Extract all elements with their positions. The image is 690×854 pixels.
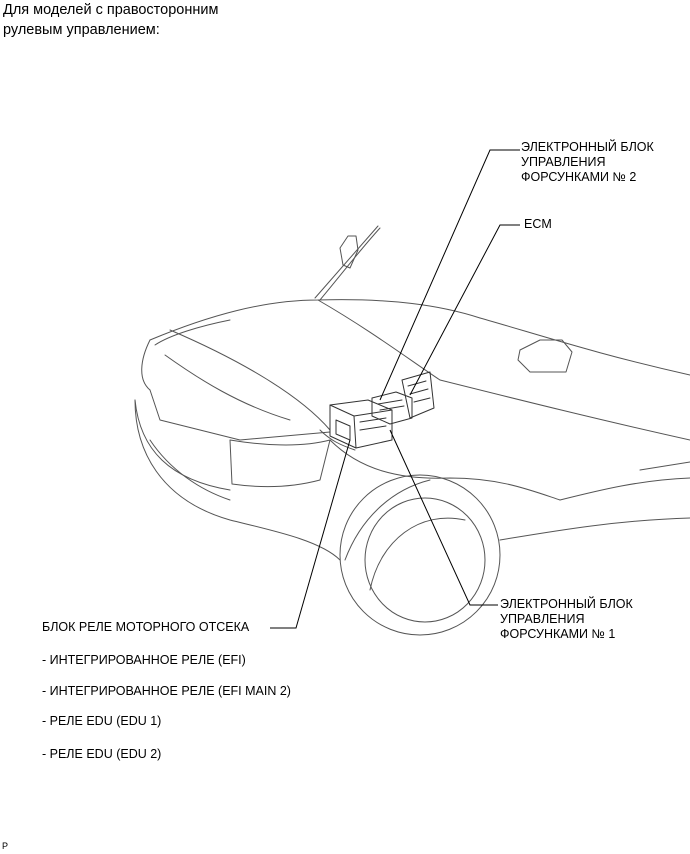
fender-top-line — [479, 317, 690, 376]
page-heading: Для моделей с правосторонним рулевым упр… — [3, 0, 323, 40]
windshield-line — [319, 227, 381, 301]
front-face-left — [141, 339, 151, 391]
relay-block-shape — [329, 399, 393, 449]
side-door-line — [559, 477, 690, 501]
rocker-line — [499, 517, 690, 541]
a-pillar-line — [314, 225, 379, 299]
fender-arch — [329, 439, 561, 501]
left-mirror — [339, 235, 359, 269]
leader-edu2 — [379, 149, 520, 401]
relay-item: - РЕЛЕ EDU (EDU 1) — [42, 714, 162, 728]
label-edu-2-line-1: ЭЛЕКТРОННЫЙ БЛОК — [521, 140, 654, 154]
engine-bay-detail — [319, 429, 356, 451]
relay-item: - РЕЛЕ EDU (EDU 2) — [42, 747, 162, 761]
label-edu-2-line-3: ФОРСУНКАМИ № 2 — [521, 170, 637, 184]
label-edu-2-line-2: УПРАВЛЕНИЯ — [521, 155, 606, 169]
front-upper-grille — [164, 354, 291, 421]
relay-item: - ИНТЕГРИРОВАННОЕ РЕЛЕ (EFI) — [42, 653, 246, 667]
bumper-upper — [134, 399, 231, 491]
label-edu-1-line-1: ЭЛЕКТРОННЫЙ БЛОК — [500, 597, 633, 611]
label-edu-2: ЭЛЕКТРОННЫЙ БЛОК УПРАВЛЕНИЯ ФОРСУНКАМИ №… — [521, 140, 654, 185]
rear-side-detail — [639, 461, 690, 471]
label-relay-block: БЛОК РЕЛЕ МОТОРНОГО ОТСЕКА — [42, 620, 250, 634]
front-wheel-outer — [339, 474, 501, 636]
headlight — [229, 439, 331, 488]
hood-top-edge — [149, 299, 481, 341]
heading-line-1: Для моделей с правосторонним — [3, 2, 219, 18]
grille-outline — [149, 389, 331, 441]
hood-crease — [169, 329, 331, 431]
leader-edu1 — [389, 429, 498, 606]
bumper-lower — [134, 399, 341, 561]
fender-lower-line — [344, 479, 431, 561]
leader-relay-block — [270, 439, 351, 629]
right-mirror — [517, 339, 573, 373]
label-ecm: ECM — [524, 217, 552, 231]
relay-item: - ИНТЕГРИРОВАННОЕ РЕЛЕ (EFI MAIN 2) — [42, 684, 291, 698]
hood-rear-edge — [317, 299, 441, 381]
body-beltline — [439, 379, 690, 441]
heading-line-2: рулевым управлением: — [3, 22, 160, 38]
edu-block-shapes — [371, 391, 413, 425]
bumper-inner — [149, 439, 231, 501]
label-edu-1-line-2: УПРАВЛЕНИЯ — [500, 612, 585, 626]
front-wheel-rim — [369, 517, 466, 591]
figure-code: P — [2, 841, 9, 851]
front-wheel-inner — [364, 497, 486, 623]
label-edu-1-line-3: ФОРСУНКАМИ № 1 — [500, 627, 616, 641]
leader-ecm — [409, 224, 520, 396]
label-edu-1: ЭЛЕКТРОННЫЙ БЛОК УПРАВЛЕНИЯ ФОРСУНКАМИ №… — [500, 597, 633, 642]
hood-front-edge — [154, 319, 231, 346]
